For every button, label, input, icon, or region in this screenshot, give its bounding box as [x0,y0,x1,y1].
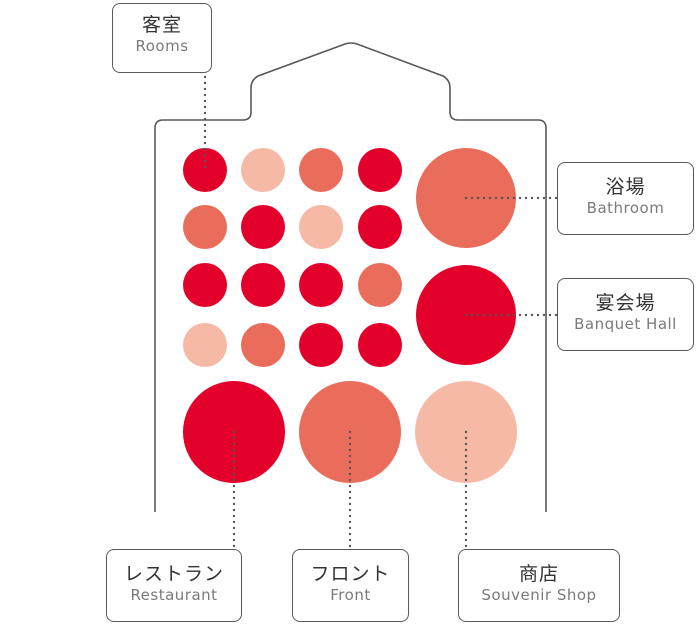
rooms-label-jp: 客室 [141,14,182,36]
room-circle [358,323,402,367]
souvenir-shop-label: 商店 Souvenir Shop [458,549,620,622]
room-circle [299,148,343,192]
banquet-hall-label: 宴会場 Banquet Hall [557,278,694,351]
souvenir-shop-label-jp: 商店 [518,563,559,585]
souvenir-shop-label-en: Souvenir Shop [481,586,597,604]
room-grid [183,148,402,367]
bathroom-label-en: Bathroom [586,199,665,217]
bathroom-label-jp: 浴場 [605,176,646,198]
room-circle [299,323,343,367]
front-label-en: Front [330,586,371,604]
rooms-label-en: Rooms [135,37,189,55]
banquet-hall-label-en: Banquet Hall [574,315,677,333]
room-circle [183,323,227,367]
room-circle [241,148,285,192]
room-circle [241,205,285,249]
front-label: フロント Front [292,549,409,622]
bathroom-label: 浴場 Bathroom [557,162,694,235]
room-circle [183,263,227,307]
room-circle [299,263,343,307]
restaurant-label-jp: レストラン [123,563,224,585]
room-circle [358,205,402,249]
restaurant-label-en: Restaurant [130,586,218,604]
room-circle [241,263,285,307]
rooms-label: 客室 Rooms [112,3,212,73]
room-circle [299,205,343,249]
room-circle [358,148,402,192]
room-circle [183,148,227,192]
restaurant-label: レストラン Restaurant [106,549,242,622]
banquet-hall-label-jp: 宴会場 [595,292,656,314]
building-outline [154,42,547,512]
room-circle [183,205,227,249]
front-label-jp: フロント [310,563,391,585]
room-circle [241,323,285,367]
room-circle [358,263,402,307]
